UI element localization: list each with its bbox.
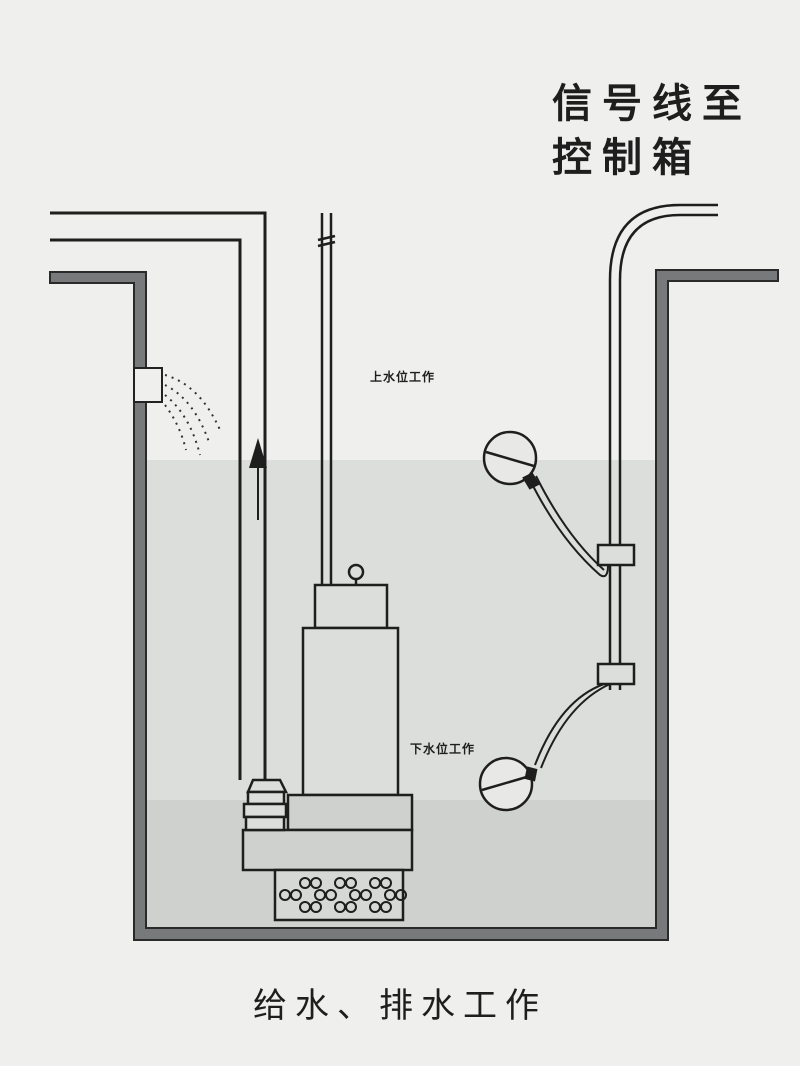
flow-arrow-icon xyxy=(249,438,267,520)
signal-label-line2: 控制箱 xyxy=(552,135,702,181)
strainer-hole xyxy=(345,877,357,889)
upper-float-switch xyxy=(482,430,540,490)
float-rail xyxy=(608,203,718,690)
spray-dots xyxy=(164,374,221,456)
strainer-hole xyxy=(310,877,322,889)
upper-level-label: 上水位工作 xyxy=(370,370,436,384)
lower-float-switch xyxy=(478,756,538,812)
pump-cable xyxy=(317,213,336,585)
strainer-hole xyxy=(290,889,302,901)
strainer-hole xyxy=(325,889,337,901)
water-upper xyxy=(146,460,658,800)
strainer-hole xyxy=(380,877,392,889)
strainer-holes xyxy=(279,877,407,913)
strainer-hole xyxy=(345,901,357,913)
submersible-pump xyxy=(241,563,414,922)
strainer-hole xyxy=(395,889,407,901)
wall-box xyxy=(133,367,163,403)
caption: 给水、排水工作 xyxy=(253,986,547,1026)
discharge-pipe xyxy=(50,211,267,780)
tank-wall xyxy=(49,269,779,941)
rail-clamps xyxy=(596,543,636,686)
lower-level-label: 下水位工作 xyxy=(410,742,476,756)
float-cables xyxy=(529,475,611,769)
strainer-hole xyxy=(360,889,372,901)
strainer-hole xyxy=(310,901,322,913)
signal-label-line1: 信号线至 xyxy=(552,81,752,127)
strainer-hole xyxy=(380,901,392,913)
